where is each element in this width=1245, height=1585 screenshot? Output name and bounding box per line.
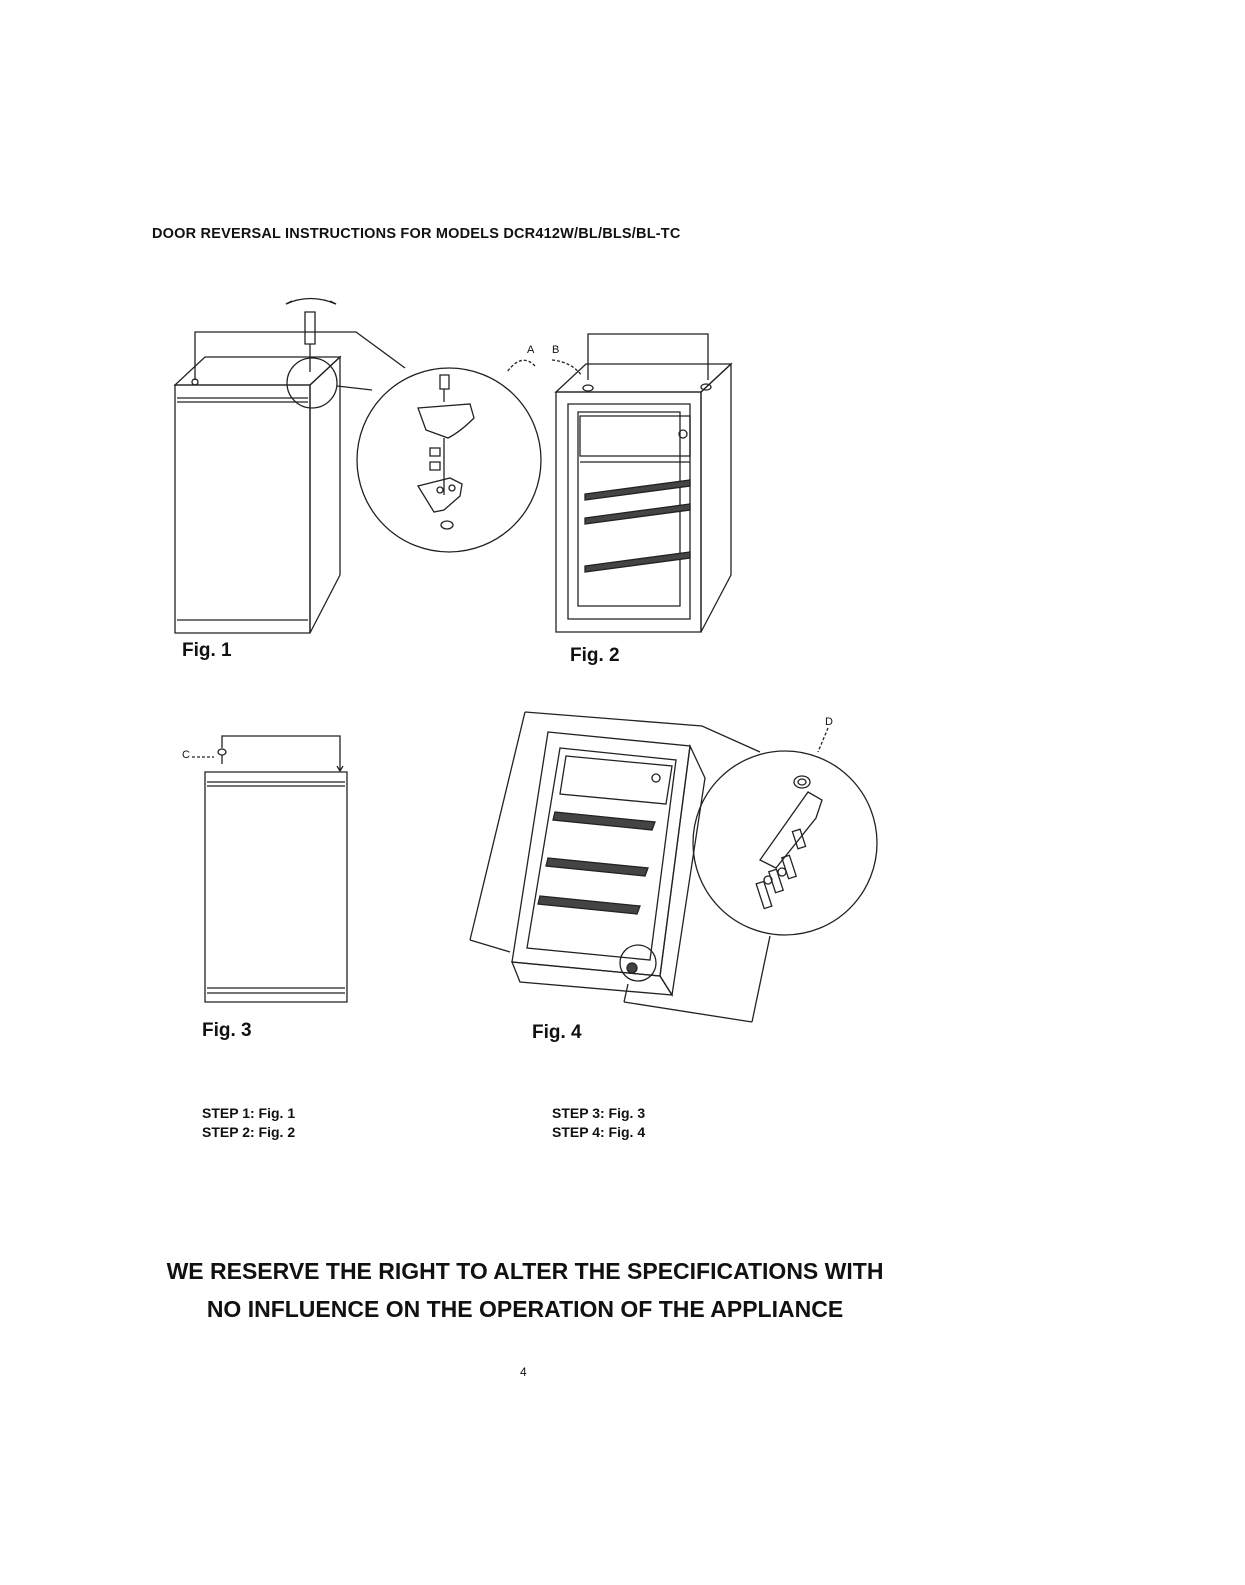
step-2: STEP 2: Fig. 2 (202, 1123, 295, 1142)
fig4-hinge-detail-circle (693, 751, 877, 935)
steps-left: STEP 1: Fig. 1 STEP 2: Fig. 2 (202, 1104, 295, 1142)
steps-right: STEP 3: Fig. 3 STEP 4: Fig. 4 (552, 1104, 645, 1142)
fig4-label: Fig. 4 (532, 1022, 582, 1044)
fig4-shelf (553, 812, 655, 830)
fig4-callout-d: D (825, 716, 833, 728)
step-4: STEP 4: Fig. 4 (552, 1123, 645, 1142)
step-1: STEP 1: Fig. 1 (202, 1104, 295, 1123)
step-3: STEP 3: Fig. 3 (552, 1104, 645, 1123)
notice-line-2: NO INFLUENCE ON THE OPERATION OF THE APP… (0, 1296, 1050, 1323)
page-number: 4 (520, 1365, 527, 1379)
fig4-shelf (546, 858, 648, 876)
notice-line-1: WE RESERVE THE RIGHT TO ALTER THE SPECIF… (0, 1258, 1050, 1285)
fig4-shelf (538, 896, 640, 914)
fig4-fridge-side (660, 746, 705, 995)
